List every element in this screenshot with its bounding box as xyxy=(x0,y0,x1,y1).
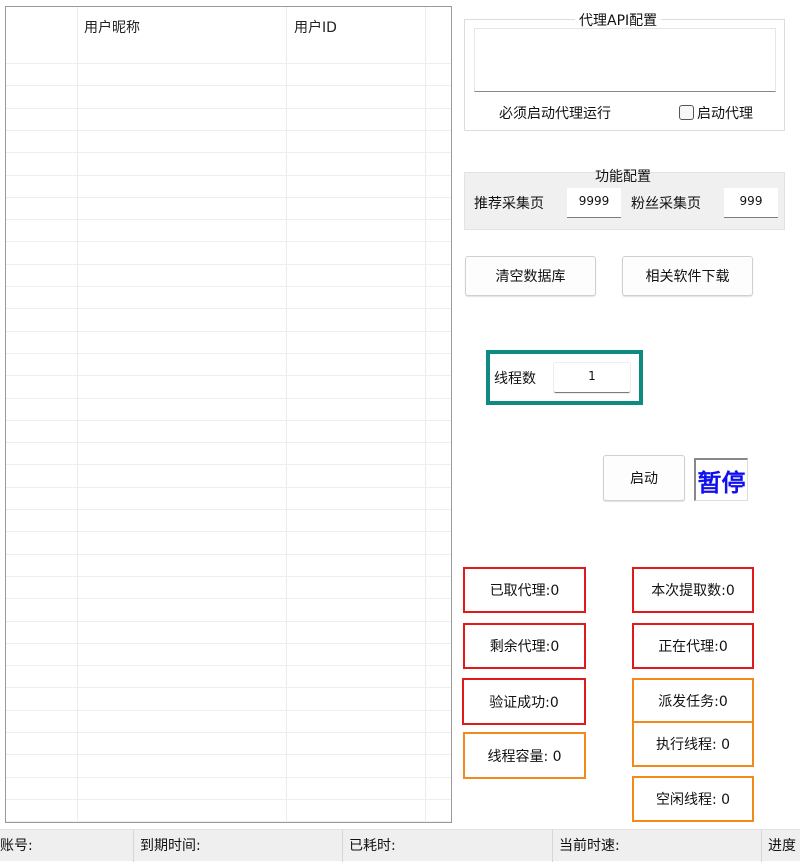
table-row xyxy=(6,152,451,153)
column-header-user-id[interactable]: 用户ID xyxy=(294,20,337,36)
function-config-group: 功能配置 推荐采集页 9999 粉丝采集页 999 xyxy=(464,169,785,230)
thread-count-input[interactable]: 1 xyxy=(554,363,630,393)
status-bar: 账号: 到期时间: 已耗时: 当前时速: 进度 xyxy=(0,829,800,862)
table-row xyxy=(6,464,451,465)
table-row xyxy=(6,799,451,800)
table-row xyxy=(6,219,451,220)
status-progress: 进度 xyxy=(761,830,796,862)
table-row xyxy=(6,197,451,198)
table-row xyxy=(6,710,451,711)
table-row xyxy=(6,643,451,644)
table-row xyxy=(6,821,451,822)
table-row xyxy=(6,108,451,109)
table-row xyxy=(6,308,451,309)
column-divider xyxy=(425,7,426,822)
column-divider xyxy=(77,7,78,822)
fans-pages-label: 粉丝采集页 xyxy=(631,196,701,212)
table-row xyxy=(6,576,451,577)
status-expire-time: 到期时间: xyxy=(133,830,201,862)
table-row xyxy=(6,598,451,599)
stat-thread-capacity: 线程容量: 0 xyxy=(463,732,586,779)
table-row xyxy=(6,398,451,399)
table-row xyxy=(6,665,451,666)
stat-running-threads: 执行线程: 0 xyxy=(632,721,754,767)
stat-verified-ok: 验证成功:0 xyxy=(462,678,586,725)
table-row xyxy=(6,754,451,755)
column-divider xyxy=(286,7,287,822)
status-elapsed: 已耗时: xyxy=(342,830,396,862)
table-row xyxy=(6,85,451,86)
clear-database-button[interactable]: 清空数据库 xyxy=(465,256,596,296)
start-button[interactable]: 启动 xyxy=(603,455,685,501)
proxy-api-textarea[interactable] xyxy=(474,28,776,92)
table-row xyxy=(6,241,451,242)
table-row xyxy=(6,442,451,443)
table-row xyxy=(6,353,451,354)
thread-count-box: 线程数 1 xyxy=(486,350,643,405)
table-row xyxy=(6,509,451,510)
proxy-api-title: 代理API配置 xyxy=(575,10,662,30)
table-row xyxy=(6,687,451,688)
table-header: 用户昵称 用户ID xyxy=(6,7,451,43)
table-row xyxy=(6,264,451,265)
enable-proxy-checkbox[interactable]: 启动代理 xyxy=(679,103,753,123)
stat-idle-threads: 空闲线程: 0 xyxy=(632,776,754,822)
table-row xyxy=(6,621,451,622)
user-table[interactable]: 用户昵称 用户ID xyxy=(5,6,452,823)
stat-extract-count: 本次提取数:0 xyxy=(632,567,754,613)
checkbox-box[interactable] xyxy=(679,105,694,120)
thread-count-label: 线程数 xyxy=(494,371,536,387)
proxy-api-group: 代理API配置 必须启动代理运行 启动代理 xyxy=(464,10,785,131)
function-config-title: 功能配置 xyxy=(595,169,651,185)
table-row xyxy=(6,487,451,488)
stat-proxies-taken: 已取代理:0 xyxy=(463,567,586,613)
stat-dispatched-tasks: 派发任务:0 xyxy=(632,678,754,724)
table-row xyxy=(6,130,451,131)
pause-button[interactable]: 暂停 xyxy=(694,458,748,501)
table-row xyxy=(6,63,451,64)
enable-proxy-label: 启动代理 xyxy=(697,106,753,122)
status-account: 账号: xyxy=(0,838,33,854)
table-row xyxy=(6,531,451,532)
column-header-nickname[interactable]: 用户昵称 xyxy=(84,20,140,36)
status-speed: 当前时速: xyxy=(552,830,620,862)
table-row xyxy=(6,732,451,733)
download-software-button[interactable]: 相关软件下载 xyxy=(622,256,753,296)
table-row xyxy=(6,175,451,176)
fans-pages-input[interactable]: 999 xyxy=(724,188,778,218)
table-row xyxy=(6,286,451,287)
recommend-pages-input[interactable]: 9999 xyxy=(567,188,621,218)
table-row xyxy=(6,331,451,332)
table-row xyxy=(6,420,451,421)
table-row xyxy=(6,554,451,555)
recommend-pages-label: 推荐采集页 xyxy=(474,196,544,212)
stat-proxying: 正在代理:0 xyxy=(632,623,754,669)
proxy-hint-label: 必须启动代理运行 xyxy=(499,106,611,122)
table-row xyxy=(6,375,451,376)
stat-proxies-remaining: 剩余代理:0 xyxy=(463,623,586,669)
table-row xyxy=(6,777,451,778)
